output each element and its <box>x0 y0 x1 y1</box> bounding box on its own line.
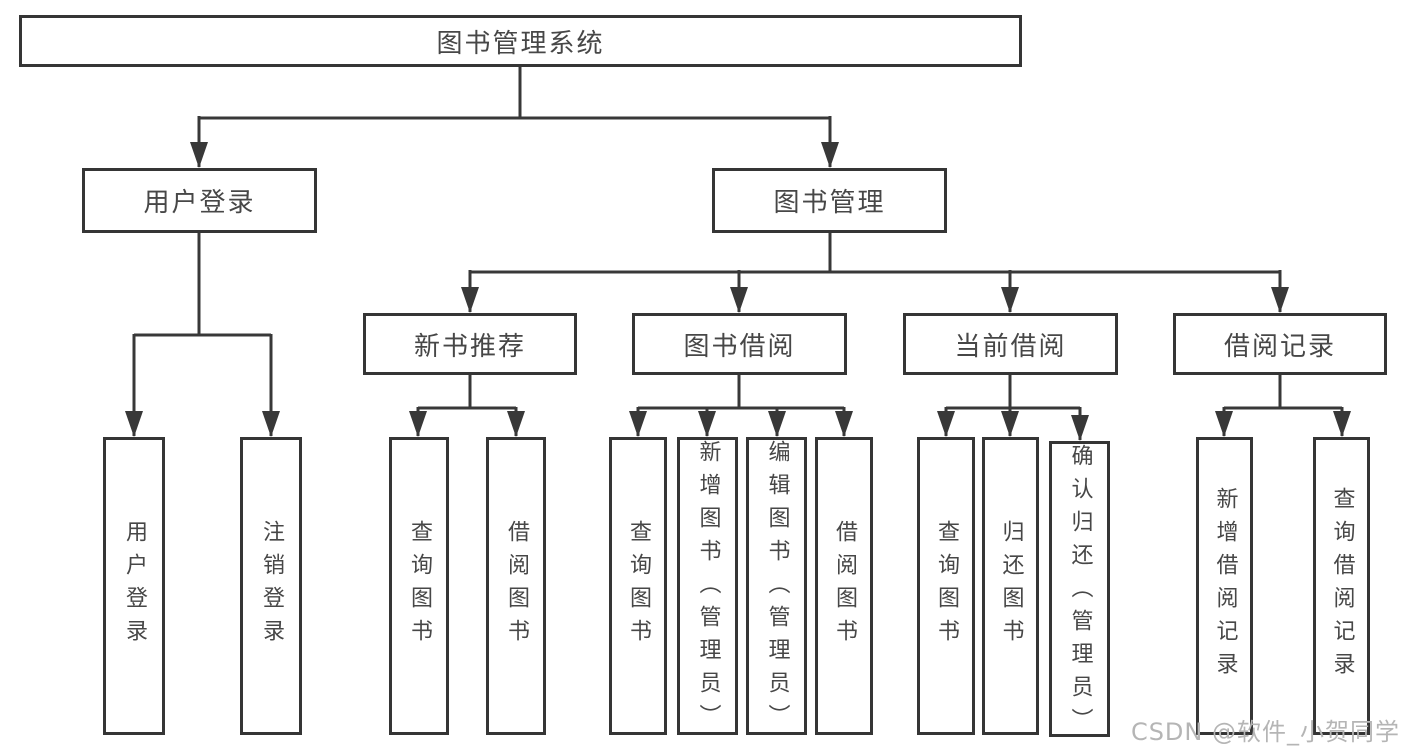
watermark: CSDN @软件_小贺同学 <box>1130 718 1400 746</box>
leaf-cb-return-books: 归还图书 <box>982 437 1039 735</box>
node-user-login: 用户登录 <box>82 168 317 233</box>
leaf-cb-query-books: 查询图书 <box>917 437 975 735</box>
leaf-br-add-record: 新增借阅记录 <box>1196 437 1253 735</box>
edge-borrow-records-to-leaves <box>1215 375 1351 437</box>
leaf-bb-query-books: 查询图书 <box>609 437 667 735</box>
leaf-nbr-query-books: 查询图书 <box>389 437 449 735</box>
edge-current-borrowing-to-leaves <box>937 375 1089 441</box>
edge-root-to-level2 <box>190 67 839 168</box>
node-book-management: 图书管理 <box>712 168 947 233</box>
leaf-bb-add-book-admin: 新增图书（管理员） <box>677 437 738 737</box>
leaf-bb-edit-book-admin: 编辑图书（管理员） <box>746 437 807 737</box>
edge-book-management-to-level3 <box>461 233 1289 313</box>
node-new-book-recommend: 新书推荐 <box>363 313 577 375</box>
leaf-user-login: 用户登录 <box>103 437 165 735</box>
leaf-cb-confirm-return-admin: 确认归还（管理员） <box>1049 441 1110 741</box>
leaf-logout: 注销登录 <box>240 437 302 735</box>
node-book-borrowing: 图书借阅 <box>632 313 847 375</box>
leaf-bb-borrow-books: 借阅图书 <box>815 437 873 735</box>
leaf-br-query-record: 查询借阅记录 <box>1313 437 1370 735</box>
node-current-borrowing: 当前借阅 <box>903 313 1118 375</box>
node-root: 图书管理系统 <box>19 15 1022 67</box>
leaf-nbr-borrow-books: 借阅图书 <box>486 437 546 735</box>
edge-book-borrowing-to-leaves <box>629 375 853 437</box>
edge-new-book-recommend-to-leaves <box>409 375 525 437</box>
node-borrow-records: 借阅记录 <box>1173 313 1387 375</box>
edge-user-login-to-leaves <box>125 233 280 437</box>
